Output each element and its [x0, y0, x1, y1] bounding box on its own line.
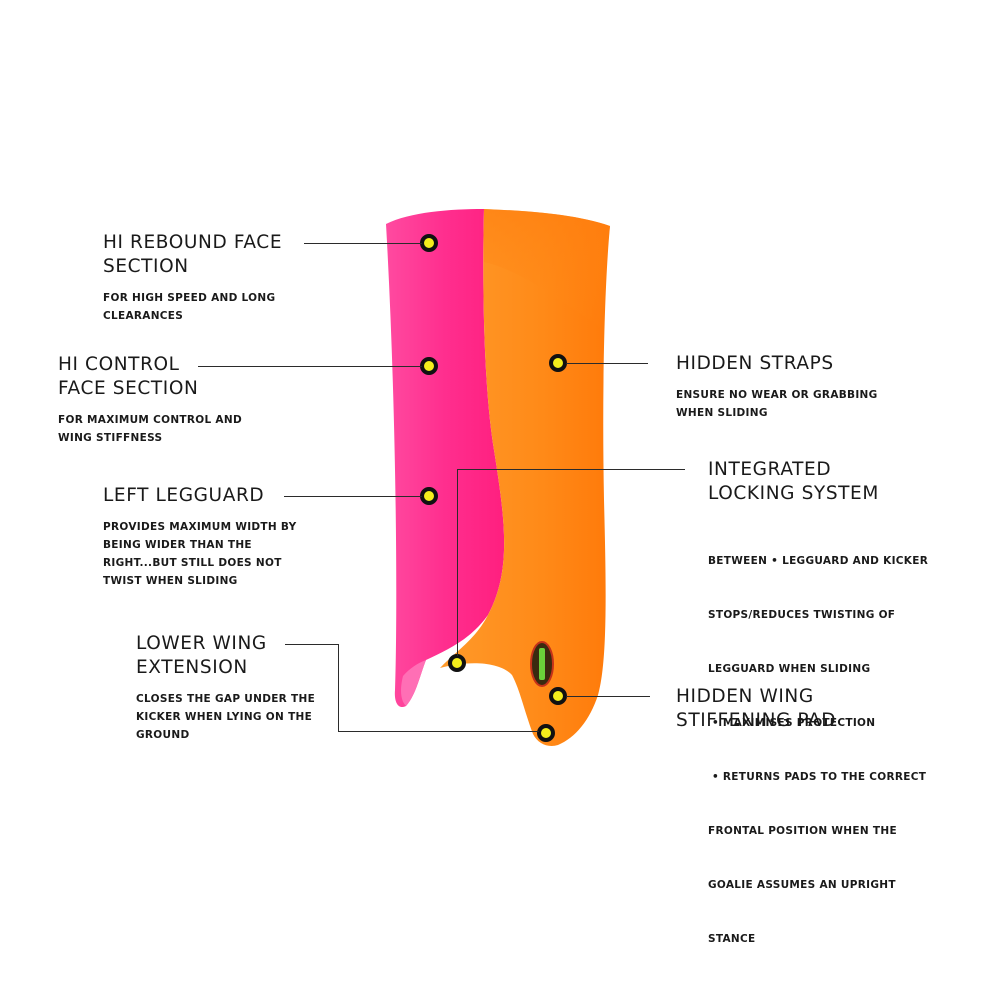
marker-hidden-wing-pad	[549, 687, 567, 705]
leader-left-legguard	[284, 496, 422, 497]
callout-description: FOR MAXIMUM CONTROL AND WING STIFFNESS	[58, 414, 242, 444]
leader-lower-wing-bottom	[338, 731, 539, 732]
leader-hidden-wing-pad	[566, 696, 650, 697]
callout-lower-wing: LOWER WING EXTENSION CLOSES THE GAP UNDE…	[136, 632, 315, 744]
callout-left-legguard: LEFT LEGGUARD PROVIDES MAXIMUM WIDTH BY …	[103, 484, 297, 590]
callout-title: INTEGRATED LOCKING SYSTEM	[708, 459, 879, 504]
callout-description: BETWEEN • LEGGUARD AND KICKER STOPS/REDU…	[708, 555, 929, 945]
marker-left-legguard	[420, 487, 438, 505]
callout-title: HIDDEN STRAPS	[676, 353, 834, 374]
callout-description: PROVIDES MAXIMUM WIDTH BY BEING WIDER TH…	[103, 521, 297, 587]
leader-integrated-locking-v	[457, 469, 458, 656]
callout-title: HI CONTROL FACE SECTION	[58, 354, 199, 399]
callout-integrated-locking: INTEGRATED LOCKING SYSTEM BETWEEN • LEGG…	[708, 458, 928, 984]
callout-title: HI REBOUND FACE SECTION	[103, 232, 283, 277]
callout-hidden-straps: HIDDEN STRAPS ENSURE NO WEAR OR GRABBING…	[676, 352, 878, 422]
leader-lower-wing-top	[285, 644, 339, 645]
marker-dots	[420, 234, 567, 742]
pink-face-section	[386, 209, 505, 708]
marker-hidden-straps	[549, 354, 567, 372]
marker-hi-rebound	[420, 234, 438, 252]
marker-lower-wing	[537, 724, 555, 742]
leader-hi-rebound	[304, 243, 422, 244]
callout-title: LOWER WING EXTENSION	[136, 633, 267, 678]
leader-integrated-locking-h	[457, 469, 685, 470]
callout-description: FOR HIGH SPEED AND LONG CLEARANCES	[103, 292, 276, 322]
callout-description: CLOSES THE GAP UNDER THE KICKER WHEN LYI…	[136, 693, 316, 741]
callout-hi-control: HI CONTROL FACE SECTION FOR MAXIMUM CONT…	[58, 353, 242, 447]
marker-integrated-locking	[448, 654, 466, 672]
lower-wing-shade	[401, 660, 426, 706]
leader-hi-control	[198, 366, 422, 367]
marker-hi-control	[420, 357, 438, 375]
callout-title: HIDDEN WING STIFFENING PAD	[676, 686, 837, 731]
leader-lower-wing-v	[338, 644, 339, 731]
orange-face-section	[440, 209, 610, 746]
callout-hi-rebound: HI REBOUND FACE SECTION FOR HIGH SPEED A…	[103, 231, 282, 325]
leader-hidden-straps	[566, 363, 648, 364]
callout-hidden-wing-pad: HIDDEN WING STIFFENING PAD	[676, 685, 836, 733]
callout-description: ENSURE NO WEAR OR GRABBING WHEN SLIDING	[676, 389, 878, 419]
callout-title: LEFT LEGGUARD	[103, 485, 265, 506]
